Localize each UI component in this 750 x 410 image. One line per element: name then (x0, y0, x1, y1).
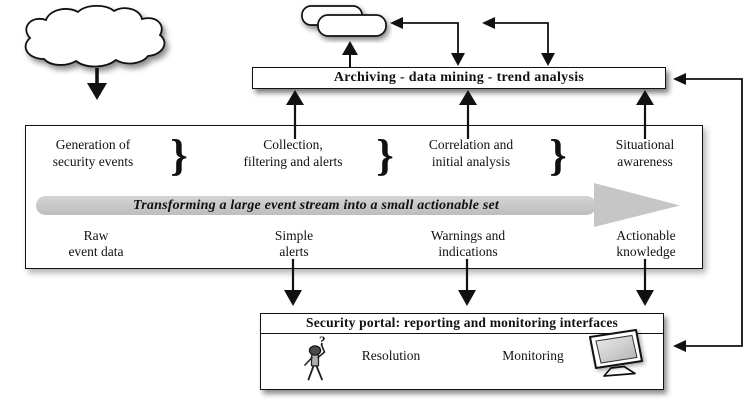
stage-generation-line1: Generation of (55, 137, 131, 152)
data-label-simple-alerts-line1: Simple (274, 228, 314, 243)
archive-to-disk-arrow (342, 41, 358, 67)
stage-correlation-line1: Correlation and (428, 137, 514, 152)
data-label-actionable: Actionable knowledge (571, 228, 721, 260)
stage-awareness-line1: Situational (615, 137, 675, 152)
stage-awareness: Situational awareness (575, 137, 715, 170)
data-label-simple-alerts: Simple alerts (219, 228, 369, 260)
brace-separator: } (549, 131, 567, 180)
monitoring-label: Monitoring (502, 348, 564, 363)
stage-collection: Collection, filtering and alerts (223, 137, 363, 170)
brace-separator: } (376, 131, 394, 180)
portal-title: Security portal: reporting and monitorin… (261, 314, 663, 334)
transform-arrow (36, 183, 680, 227)
data-label-raw-line1: Raw (83, 228, 109, 243)
data-label-raw: Raw event data (21, 228, 171, 260)
data-label-actionable-line2: knowledge (616, 244, 676, 259)
person-question-icon: ? (303, 333, 335, 385)
stage-collection-line1: Collection, (263, 137, 323, 152)
archiving-bar: Archiving - data mining - trend analysis (252, 67, 666, 89)
data-label-actionable-line1: Actionable (616, 228, 676, 243)
resolution-label: Resolution (361, 348, 421, 363)
brace-separator: } (170, 131, 188, 180)
stage-awareness-line2: awareness (617, 153, 673, 169)
question-mark: ? (319, 333, 326, 348)
stage-generation-line2: security events (52, 153, 134, 169)
data-label-raw-line2: event data (68, 244, 124, 259)
archiving-bar-label: Archiving - data mining - trend analysis (333, 70, 585, 85)
disk-archive-link-1 (390, 17, 465, 66)
stage-correlation: Correlation and initial analysis (401, 137, 541, 170)
transform-arrow-label: Transforming a large event stream into a… (133, 198, 499, 213)
security-portal-box: Security portal: reporting and monitorin… (260, 313, 664, 390)
disk-archive-link-2 (482, 17, 555, 66)
stage-collection-line2: filtering and alerts (243, 153, 343, 169)
cloud-icon (12, 3, 174, 75)
monitor-icon (587, 328, 651, 380)
pipeline-box: Generation of security events } Collecti… (25, 125, 703, 269)
disk-stack-icon (298, 3, 392, 43)
data-label-warnings-line2: indications (438, 244, 498, 259)
data-label-simple-alerts-line2: alerts (279, 244, 309, 259)
stage-generation: Generation of security events (23, 137, 163, 170)
data-label-warnings: Warnings and indications (393, 228, 543, 260)
stage-correlation-line2: initial analysis (431, 153, 511, 169)
data-label-warnings-line1: Warnings and (430, 228, 506, 243)
